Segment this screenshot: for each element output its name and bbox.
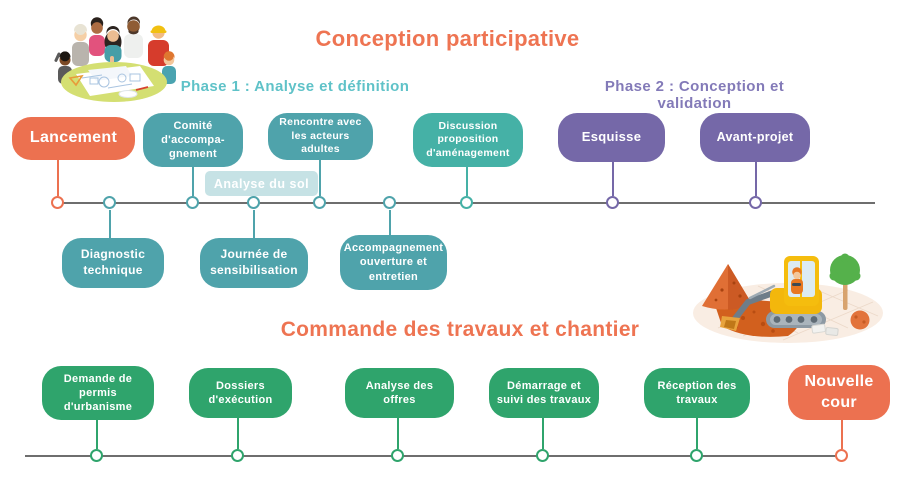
milestone-box-reception: Réception des travaux: [644, 368, 750, 418]
connector: [319, 160, 321, 196]
milestone-box-diagnostic: Diagnostic technique: [62, 238, 164, 288]
milestone-box-permis: Demande de permis d'urbanisme: [42, 366, 154, 420]
people-around-table-illustration-icon: [54, 16, 176, 102]
timeline-node: [383, 196, 396, 209]
connector: [237, 418, 239, 449]
connector: [542, 418, 544, 449]
excavator-worksite-illustration-icon: [693, 253, 883, 343]
connector: [696, 418, 698, 449]
connector: [192, 167, 194, 196]
connector: [466, 167, 468, 196]
timeline-node: [103, 196, 116, 209]
milestone-box-comite: Comité d'accompa- gnement: [143, 113, 243, 167]
timeline-node: [391, 449, 404, 462]
milestone-box-offres: Analyse des offres: [345, 368, 454, 418]
timeline-node: [749, 196, 762, 209]
connector: [389, 210, 391, 235]
connector: [755, 162, 757, 196]
milestone-box-lancement: Lancement: [12, 117, 135, 160]
phase1-label: Phase 1 : Analyse et définition: [180, 78, 410, 95]
connector: [612, 162, 614, 196]
milestone-box-nouvelle-cour: Nouvelle cour: [788, 365, 890, 420]
analyse-du-sol-note: Analyse du sol: [205, 171, 318, 196]
milestone-box-accompagnement: Accompagnement ouverture et entretien: [340, 235, 447, 290]
timeline-node: [536, 449, 549, 462]
milestone-box-esquisse: Esquisse: [558, 113, 665, 162]
timeline-node: [690, 449, 703, 462]
timeline-node: [90, 449, 103, 462]
milestone-box-dossiers: Dossiers d'exécution: [189, 368, 292, 418]
connector: [253, 210, 255, 238]
milestone-box-rencontre: Rencontre avec les acteurs adultes: [268, 113, 373, 160]
connector: [841, 420, 843, 449]
connector: [109, 210, 111, 238]
timeline-node: [606, 196, 619, 209]
milestone-box-discussion: Discussion proposition d'aménagement: [413, 113, 523, 167]
milestone-box-journee: Journée de sensibilisation: [200, 238, 308, 288]
timeline-node: [231, 449, 244, 462]
timeline-node: [186, 196, 199, 209]
section2-title: Commande des travaux et chantier: [280, 318, 640, 341]
milestone-box-avant-projet: Avant-projet: [700, 113, 810, 162]
connector: [397, 418, 399, 449]
timeline-node: [247, 196, 260, 209]
timeline-node: [313, 196, 326, 209]
timeline-node: [835, 449, 848, 462]
timeline-node: [51, 196, 64, 209]
connector: [96, 420, 98, 449]
connector: [57, 160, 59, 196]
section1-title: Conception participative: [315, 26, 580, 51]
timeline-node: [460, 196, 473, 209]
phase2-label: Phase 2 : Conception et validation: [604, 78, 785, 112]
milestone-box-demarrage: Démarrage et suivi des travaux: [489, 368, 599, 418]
timeline2-line: [25, 455, 842, 457]
